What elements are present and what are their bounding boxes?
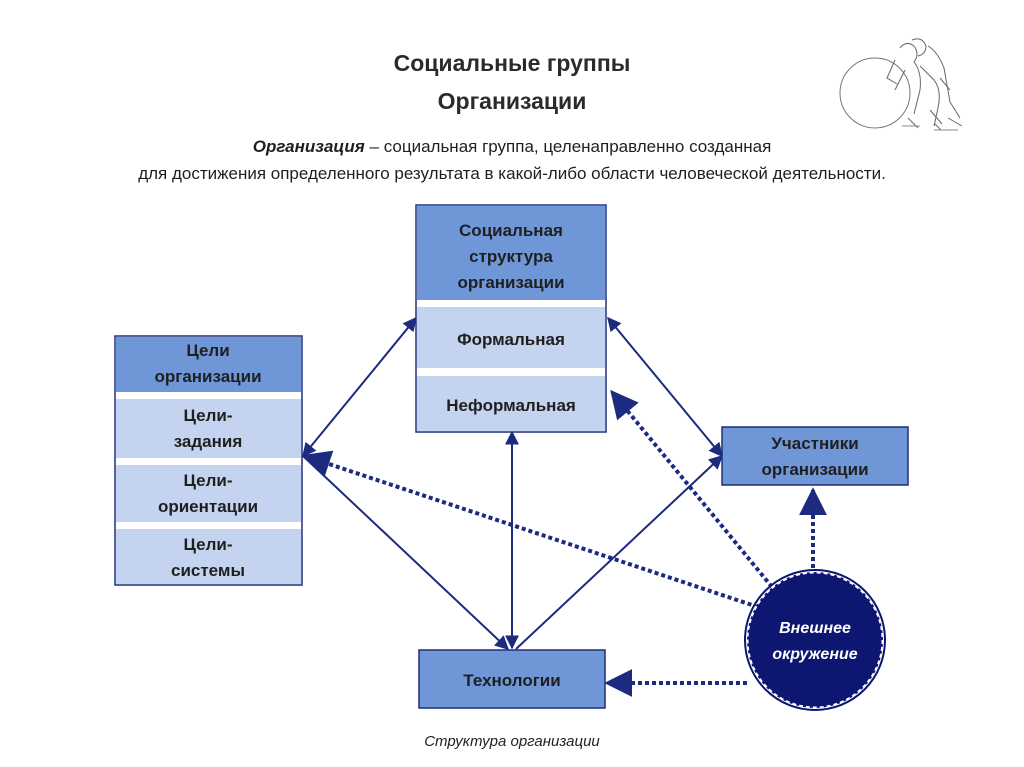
structure-participants-arrow [607,316,723,458]
page-subtitle: Организации [437,88,587,114]
participants-box: Участники организации [721,426,909,486]
structure-formal: Формальная [457,330,565,349]
definition-term: Организация [252,137,365,156]
structure-header-line-3: организации [457,273,564,292]
goals-box: Цели организации Цели- задания Цели- ори… [114,335,303,586]
goals-item-3-line-1: Цели- [184,535,233,554]
goals-header-line-1: Цели [186,341,229,360]
page-title: Социальные группы [393,50,631,76]
sisyphus-illustration-icon [839,38,963,131]
participants-line-1: Участники [771,434,858,453]
goals-item-2-line-1: Цели- [184,471,233,490]
environment-line-2: окружение [772,646,857,663]
structure-informal: Неформальная [446,396,576,415]
definition-line-2: для достижения определенного результата … [138,164,886,183]
goals-item-1-line-2: задания [174,432,243,451]
goals-item-1-line-1: Цели- [184,406,233,425]
goals-item-2-line-2: ориентации [158,497,258,516]
technology-participants-arrow [515,455,724,650]
environment-circle: Внешнее окружение [744,569,886,711]
goals-structure-arrow [302,316,417,458]
structure-header-line-2: структура [469,247,553,266]
technology-label: Технологии [463,671,560,690]
environment-line-1: Внешнее [779,620,851,637]
structure-header-line-1: Социальная [459,221,563,240]
definition-line-1: Организация – социальная группа, целенап… [0,137,1024,157]
goals-technology-arrow [302,455,510,650]
diagram-caption: Структура организации [424,733,600,750]
definition-text-1: – социальная группа, целенаправленно соз… [364,137,772,156]
structure-box: Социальная структура организации Формаль… [415,204,607,433]
goals-item-3-line-2: системы [171,561,245,580]
goals-header-line-2: организации [154,367,261,386]
environment-informal-arrow [610,389,774,589]
dotted-connections [302,389,827,697]
environment-goals-arrow [302,450,759,609]
technology-box: Технологии [418,649,606,709]
solid-connections [302,316,724,650]
participants-line-2: организации [761,460,868,479]
